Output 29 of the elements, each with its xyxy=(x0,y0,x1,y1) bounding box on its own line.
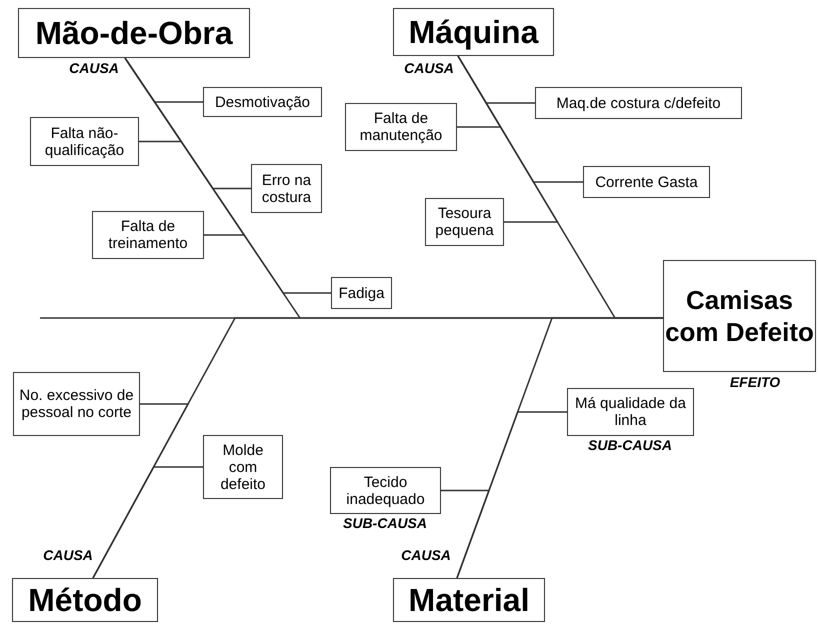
effect-box: Camisas com Defeito xyxy=(663,260,816,372)
cause-connector xyxy=(441,490,490,578)
cause-box: Falta de manutenção xyxy=(345,103,457,151)
cause-box: Corrente Gasta xyxy=(583,166,710,198)
cause-box: Maq.de costura c/defeito xyxy=(535,87,742,119)
cause-box: Molde com defeito xyxy=(203,435,283,499)
cause-label: CAUSA xyxy=(68,61,120,75)
cause-box: Erro na costura xyxy=(251,164,322,213)
cause-box: Falta não-qualificação xyxy=(30,117,139,166)
cause-connector xyxy=(457,56,559,223)
cause-box: Má qualidade da linha xyxy=(567,388,694,436)
cause-label: CAUSA xyxy=(42,548,94,562)
cause-box: Desmotivação xyxy=(203,87,322,117)
effect-label: EFEITO xyxy=(728,375,782,389)
cause-label: CAUSA xyxy=(403,61,455,75)
cause-box: Fadiga xyxy=(331,277,392,309)
cause-connector xyxy=(124,58,331,294)
cause-label: CAUSA xyxy=(400,548,452,562)
cause-box: No. excessivo de pessoal no corte xyxy=(13,372,140,436)
category-box: Método xyxy=(12,578,158,622)
category-box: Material xyxy=(393,578,545,622)
sub-cause-label: SUB-CAUSA xyxy=(587,438,673,452)
cause-box: Tesoura pequena xyxy=(425,198,504,246)
category-box: Mão-de-Obra xyxy=(18,8,250,58)
cause-box: Tecido inadequado xyxy=(330,467,441,514)
category-box: Máquina xyxy=(393,8,554,56)
cause-box: Falta de treinamento xyxy=(92,211,204,259)
sub-cause-label: SUB-CAUSA xyxy=(342,516,428,530)
cause-connector xyxy=(92,466,203,578)
